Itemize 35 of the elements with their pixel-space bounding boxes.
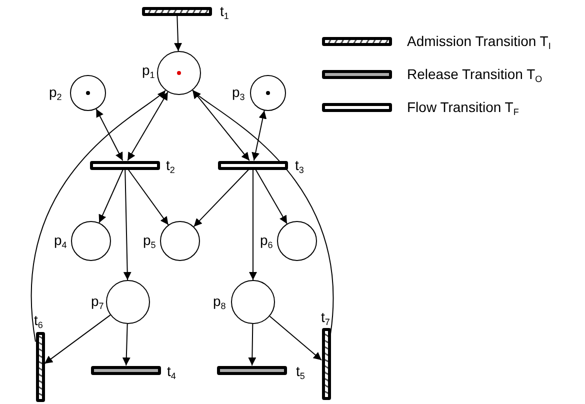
arrow [192,90,334,334]
transition-label: t$_{1}$ [220,3,229,19]
place-label: p$_{4}$ [54,232,67,248]
arrow [96,108,124,161]
arrow [249,169,257,280]
arrow [122,324,130,366]
arrow [98,169,124,224]
transition-label: t$_{2}$ [166,157,175,173]
transition-label: t$_{3}$ [295,157,304,173]
arrow [127,91,168,161]
legend-text: Admission Transition T$_{I}$ [407,33,551,49]
arrow [44,314,111,364]
arrow [123,169,132,280]
transition-label: t$_{5}$ [296,363,305,379]
arrow [255,169,288,224]
transition-label: t$_{6}$ [34,312,43,328]
place-label: p$_{3}$ [232,84,245,100]
arrow [269,316,322,361]
arrow [248,324,256,366]
transition-label: t$_{7}$ [321,309,330,325]
place-label: p$_{6}$ [260,232,273,248]
arrow [193,169,250,228]
legend-text: Flow Transition T$_{F}$ [407,99,519,115]
place-label: p$_{2}$ [49,84,62,100]
place-label: p$_{5}$ [143,232,156,248]
arrow [174,15,182,52]
arrow [252,110,267,161]
arrow [30,90,166,342]
arrow [128,169,169,226]
place-label: p$_{8}$ [213,293,226,309]
legend-text: Release Transition T$_{O}$ [407,66,542,82]
arrow [192,90,250,161]
place-label: p$_{7}$ [91,293,104,309]
place-label: p$_{1}$ [142,62,155,78]
transition-label: t$_{4}$ [167,363,176,379]
